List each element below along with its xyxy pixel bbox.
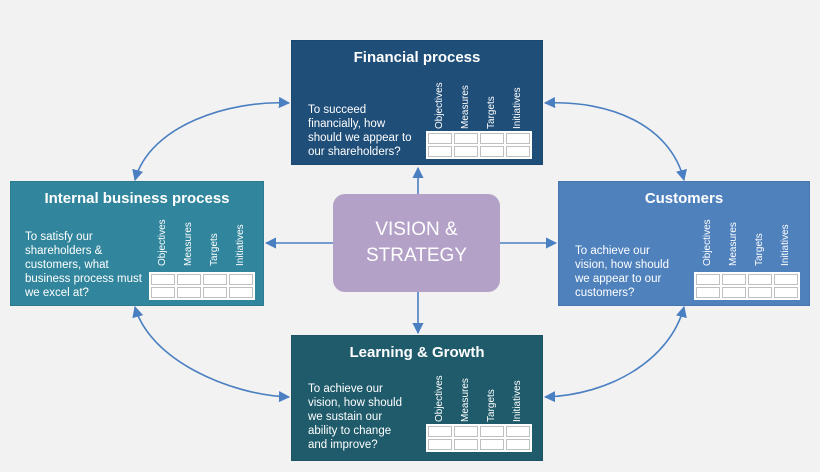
vision-strategy-line2: STRATEGY	[366, 245, 467, 266]
financial-title: Financial process	[353, 49, 481, 66]
col-targets: Targets	[486, 96, 497, 129]
curve-learning-internal	[132, 305, 291, 403]
learning-question: To achieve our vision, how should we sus…	[308, 383, 402, 451]
col-objectives: Objectives	[702, 219, 713, 266]
col-objectives: Objectives	[157, 219, 168, 266]
col-targets: Targets	[754, 233, 765, 266]
col-initiatives: Initiatives	[512, 380, 523, 422]
financial-grid	[426, 131, 532, 159]
vision-strategy-box: VISION & STRATEGY	[333, 194, 500, 292]
curve-internal-financial	[132, 96, 291, 182]
vision-strategy-line1: VISION &	[375, 219, 458, 240]
customers-grid	[694, 272, 800, 300]
col-measures: Measures	[460, 85, 471, 129]
customers-question: To achieve our vision, how should we app…	[575, 245, 669, 299]
col-targets: Targets	[209, 233, 220, 266]
internal-grid	[149, 272, 255, 300]
curve-customers-learning	[543, 305, 687, 403]
financial-box: Financial process To succeed financially…	[291, 40, 543, 165]
curve-financial-customers	[543, 96, 687, 182]
col-measures: Measures	[460, 378, 471, 422]
col-initiatives: Initiatives	[512, 87, 523, 129]
customers-box: Customers To achieve our vision, how sho…	[558, 181, 810, 306]
col-objectives: Objectives	[434, 82, 445, 129]
internal-box: Internal business process To satisfy our…	[10, 181, 264, 306]
customers-title: Customers	[644, 190, 724, 207]
learning-box: Learning & Growth To achieve our vision,…	[291, 335, 543, 461]
col-measures: Measures	[728, 222, 739, 266]
col-objectives: Objectives	[434, 375, 445, 422]
col-targets: Targets	[486, 389, 497, 422]
learning-grid	[426, 424, 532, 452]
col-initiatives: Initiatives	[780, 224, 791, 266]
col-measures: Measures	[183, 222, 194, 266]
internal-title: Internal business process	[44, 190, 230, 207]
col-initiatives: Initiatives	[235, 224, 246, 266]
financial-question: To succeed financially, how should we ap…	[308, 104, 412, 158]
learning-title: Learning & Growth	[349, 344, 485, 361]
internal-question: To satisfy our shareholders & customers,…	[25, 231, 142, 299]
